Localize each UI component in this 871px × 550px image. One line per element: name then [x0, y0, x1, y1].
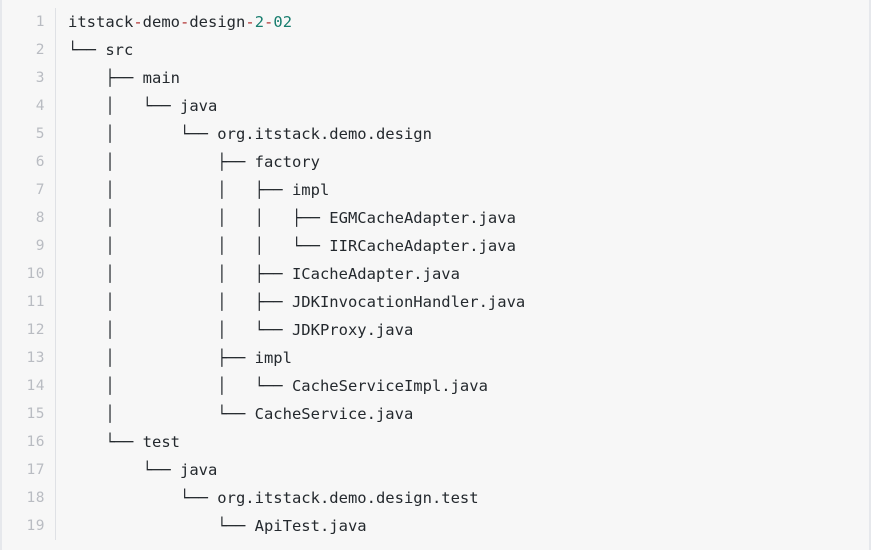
code-line: ├── main [68, 69, 180, 87]
code-token-plain: itstack [68, 13, 134, 31]
code-line: └── ApiTest.java [68, 517, 367, 535]
line-number: 15 [26, 406, 45, 422]
line-number: 6 [35, 154, 45, 170]
code-token-punct: - [180, 13, 190, 31]
line-number: 14 [26, 378, 45, 394]
line-number: 2 [35, 42, 45, 58]
code-line: │ │ │ └── IIRCacheAdapter.java [68, 237, 516, 255]
code-line: itstack-demo-design-2-02 [68, 8, 869, 36]
code-token-punct: - [264, 13, 274, 31]
line-number: 13 [26, 350, 45, 366]
code-line: │ │ │ ├── EGMCacheAdapter.java [68, 209, 516, 227]
line-number: 3 [35, 70, 45, 86]
code-line: │ └── CacheService.java [68, 405, 414, 423]
code-line: │ │ └── JDKProxy.java [68, 321, 414, 339]
line-number: 17 [26, 462, 45, 478]
code-line: └── src [68, 41, 134, 59]
line-number: 9 [35, 238, 45, 254]
code-line: │ └── org.itstack.demo.design [68, 125, 432, 143]
code-line: │ │ ├── impl [68, 181, 330, 199]
code-token-plain: design [189, 13, 246, 31]
code-line: │ │ ├── ICacheAdapter.java [68, 265, 460, 283]
code-line: │ │ └── CacheServiceImpl.java [68, 377, 488, 395]
line-number: 7 [35, 182, 45, 198]
line-number: 18 [26, 490, 45, 506]
code-line: └── org.itstack.demo.design.test [68, 489, 479, 507]
code-token-punct: - [133, 13, 143, 31]
code-token-num: 2 [254, 13, 265, 31]
code-line: │ │ ├── JDKInvocationHandler.java [68, 293, 526, 311]
code-line: │ ├── impl [68, 349, 292, 367]
line-number: 10 [26, 266, 45, 282]
line-number: 1 [35, 14, 45, 30]
code-token-num: 02 [273, 13, 293, 31]
line-number: 11 [26, 294, 45, 310]
line-number: 12 [26, 322, 45, 338]
line-number: 5 [35, 126, 45, 142]
code-content[interactable]: itstack-demo-design-2-02└── src ├── main… [56, 8, 869, 540]
line-number: 8 [35, 210, 45, 226]
code-token-plain: demo [142, 13, 180, 31]
code-line: │ └── java [68, 97, 218, 115]
code-line: │ ├── factory [68, 153, 320, 171]
line-number: 19 [26, 518, 45, 534]
code-line: └── test [68, 433, 180, 451]
code-token-punct: - [245, 13, 255, 31]
line-number: 16 [26, 434, 45, 450]
line-number: 4 [35, 98, 45, 114]
code-line: └── java [68, 461, 218, 479]
